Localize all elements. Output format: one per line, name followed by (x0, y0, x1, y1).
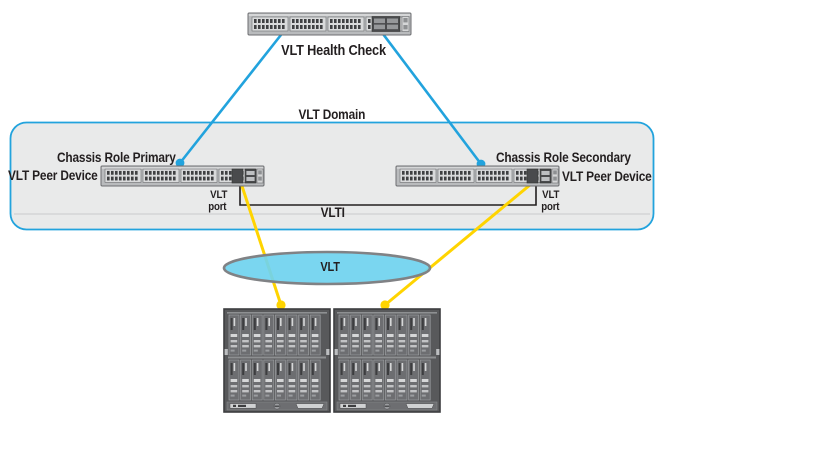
vlt-port-secondary-label-line2: port (541, 201, 560, 213)
vlt-port-primary-label-line1: VLT (210, 189, 228, 201)
vlt-port-secondary-label-line1: VLT (542, 189, 560, 201)
chassis-role-primary-label: Chassis Role Primary (57, 150, 176, 165)
vlt-domain-box (9, 121, 655, 231)
blade-chassis-left[interactable] (223, 308, 331, 413)
vlt-ellipse-label: VLT (320, 260, 340, 274)
vlt-domain-label: VLT Domain (298, 107, 366, 122)
vlt-port-primary-label-line2: port (208, 201, 227, 213)
chassis-role-secondary-label: Chassis Role Secondary (496, 150, 631, 165)
vlti-label: VLTI (320, 205, 345, 220)
vlt-peer-device-primary[interactable] (100, 165, 265, 187)
health-check-switch[interactable] (247, 12, 412, 36)
vlt-peer-device-secondary-label: VLT Peer Device (562, 169, 652, 184)
vlt-cloud-ellipse (222, 250, 432, 286)
vlt-peer-device-secondary[interactable] (395, 165, 560, 187)
health-check-label: VLT Health Check (281, 43, 386, 59)
blade-chassis-right[interactable] (333, 308, 441, 413)
vlt-peer-device-primary-label: VLT Peer Device (8, 168, 98, 183)
